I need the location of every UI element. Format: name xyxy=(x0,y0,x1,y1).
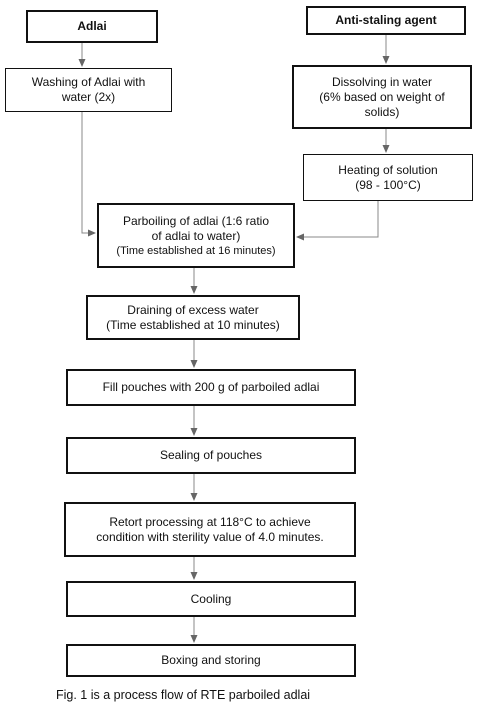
dissolving-box: Dissolving in water (6% based on weight … xyxy=(292,65,472,129)
parboiling-line-2: of adlai to water) xyxy=(151,228,241,243)
draining-line-1: Draining of excess water xyxy=(127,302,259,317)
draining-box: Draining of excess water (Time establish… xyxy=(86,295,300,340)
adlai-label: Adlai xyxy=(77,19,107,33)
cooling-label: Cooling xyxy=(190,591,232,606)
washing-line-1: Washing of Adlai with xyxy=(31,75,146,89)
dissolving-line-3: solids) xyxy=(364,104,400,119)
heating-line-1: Heating of solution xyxy=(338,162,438,177)
anti-staling-agent-box: Anti-staling agent xyxy=(306,6,466,35)
arrow-washing-to-parboiling xyxy=(81,112,96,237)
dissolving-line-1: Dissolving in water xyxy=(331,74,433,89)
dissolving-line-2: (6% based on weight of xyxy=(319,89,445,104)
retort-box: Retort processing at 118°C to achieve co… xyxy=(64,502,356,557)
boxing-box: Boxing and storing xyxy=(66,644,356,677)
heating-box: Heating of solution (98 - 100°C) xyxy=(303,154,473,201)
cooling-box: Cooling xyxy=(66,581,356,617)
figure-caption: Fig. 1 is a process flow of RTE parboile… xyxy=(56,688,311,702)
retort-line-2: condition with sterility value of 4.0 mi… xyxy=(96,529,324,544)
boxing-label: Boxing and storing xyxy=(161,653,261,667)
sealing-label: Sealing of pouches xyxy=(159,448,263,462)
draining-line-2: (Time established at 10 minutes) xyxy=(106,317,280,332)
arrow-heating-to-parboiling xyxy=(296,201,379,241)
washing-box: Washing of Adlai with water (2x) xyxy=(5,68,172,112)
adlai-box: Adlai xyxy=(26,10,158,43)
heating-line-2: (98 - 100°C) xyxy=(355,177,421,192)
washing-line-2: water (2x) xyxy=(61,90,116,104)
fill-pouches-box: Fill pouches with 200 g of parboiled adl… xyxy=(66,369,356,406)
fill-pouches-label: Fill pouches with 200 g of parboiled adl… xyxy=(102,380,320,394)
parboiling-line-1: Parboiling of adlai (1:6 ratio xyxy=(122,213,270,228)
sealing-box: Sealing of pouches xyxy=(66,437,356,474)
anti-staling-agent-label: Anti-staling agent xyxy=(335,13,437,27)
parboiling-line-3: (Time established at 16 minutes) xyxy=(116,244,276,257)
retort-line-1: Retort processing at 118°C to achieve xyxy=(109,514,311,529)
parboiling-box: Parboiling of adlai (1:6 ratio of adlai … xyxy=(97,203,295,268)
